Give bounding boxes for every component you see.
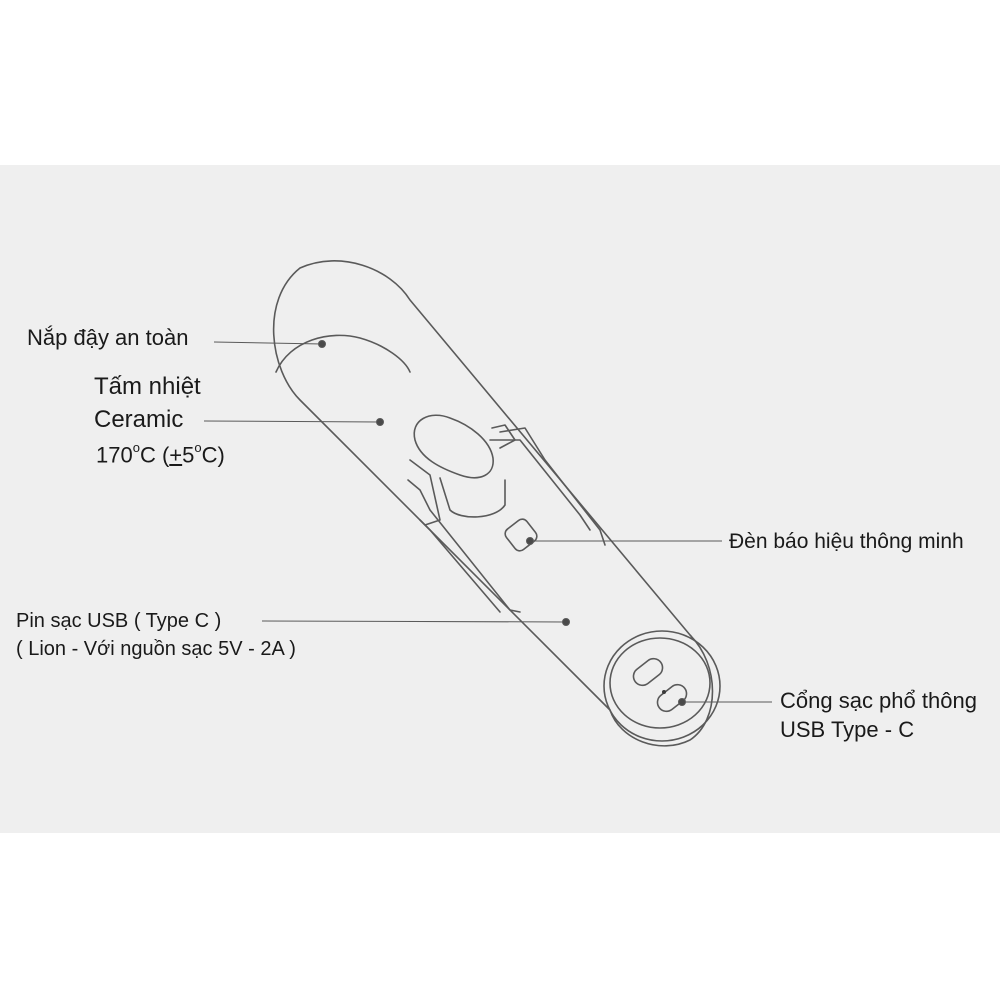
temp-unit: C ( <box>139 442 170 468</box>
degree-symbol: o <box>132 440 140 455</box>
label-heating-plate-line2: Ceramic <box>94 406 184 433</box>
device-body <box>272 260 714 747</box>
label-battery-line1: Pin sạc USB ( Type C ) <box>16 610 222 632</box>
temp-value: 170 <box>96 442 133 468</box>
lid-seam <box>275 334 411 373</box>
led-indicator <box>504 518 538 552</box>
label-safety-lid: Nắp đậy an toàn <box>27 325 189 350</box>
leader-dot-battery <box>562 618 570 626</box>
usb-symbol-icon <box>662 690 666 694</box>
label-heating-plate-line1: Tấm nhiệt <box>94 373 201 400</box>
label-heating-plate-temperature: 170oC (+5oC) <box>96 440 225 469</box>
heating-plate-stem <box>439 477 506 518</box>
side-rail-right-2 <box>489 439 591 531</box>
tolerance-unit: C) <box>201 442 225 468</box>
plate-bracket-right <box>491 424 516 449</box>
label-charging-port-line1: Cổng sạc phổ thông <box>780 688 977 713</box>
plate-bracket-left <box>409 459 441 526</box>
heating-plate-cap <box>413 414 494 479</box>
diagram-background <box>0 165 1000 833</box>
end-cap-inner <box>609 637 711 729</box>
plus-minus-symbol: + <box>169 442 183 468</box>
leader-dot-lid <box>318 340 326 348</box>
leader-dot-led <box>526 537 534 545</box>
side-rail-left <box>407 479 521 613</box>
end-cap-outer <box>603 630 721 742</box>
label-smart-indicator: Đèn báo hiệu thông minh <box>729 530 964 553</box>
degree-symbol-2: o <box>194 440 202 455</box>
leader-lid <box>213 341 323 345</box>
side-rail-right <box>499 427 606 546</box>
side-rail-left-2 <box>419 519 501 613</box>
leader-ceramic <box>203 420 381 423</box>
label-battery-line2: ( Lion - Với nguồn sạc 5V - 2A ) <box>16 638 296 660</box>
label-charging-port-line2: USB Type - C <box>780 717 915 742</box>
usb-port-1 <box>632 657 664 687</box>
tolerance-value: 5 <box>182 442 195 468</box>
leader-battery <box>261 620 567 623</box>
leader-dot-ceramic <box>376 418 384 426</box>
usb-port-2 <box>656 683 688 713</box>
leader-dot-port <box>678 698 686 706</box>
